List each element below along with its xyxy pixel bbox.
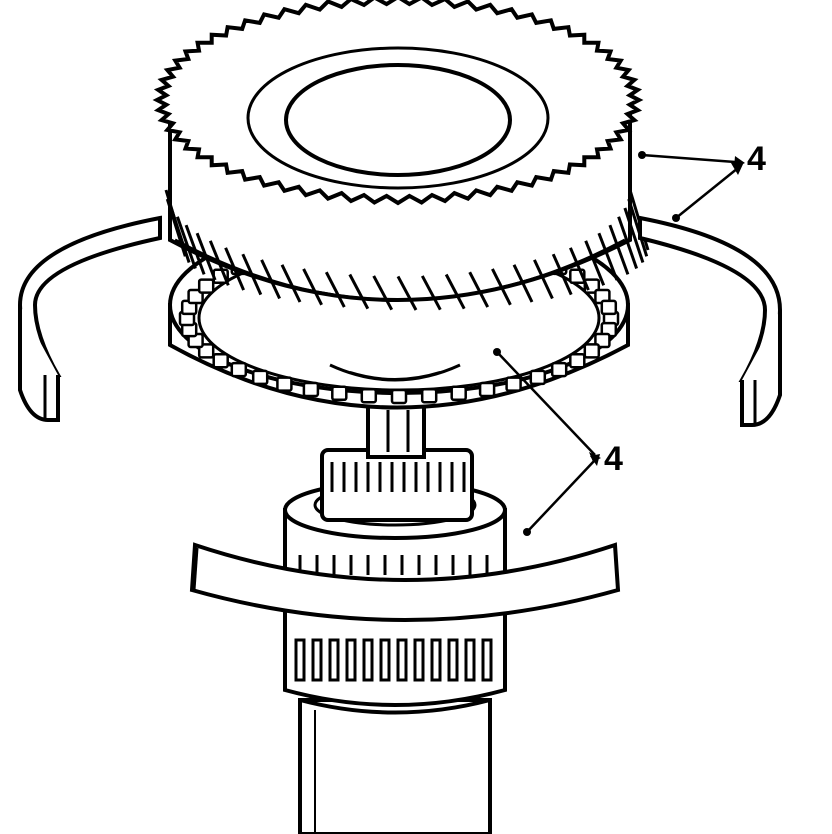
shaft-icon [298,698,492,834]
callout-number-upper: 4 [747,140,766,178]
callout-4-upper: 4 [638,140,766,222]
lower-retaining-ring-half-icon [189,542,621,622]
gear-icon [152,0,650,311]
right-retaining-ring-half-icon [638,215,783,427]
callout-4-lower: 4 [493,348,623,536]
callout-number-lower: 4 [604,440,623,478]
hub-spline-icon [320,403,474,522]
left-retaining-ring-half-icon [17,215,162,422]
